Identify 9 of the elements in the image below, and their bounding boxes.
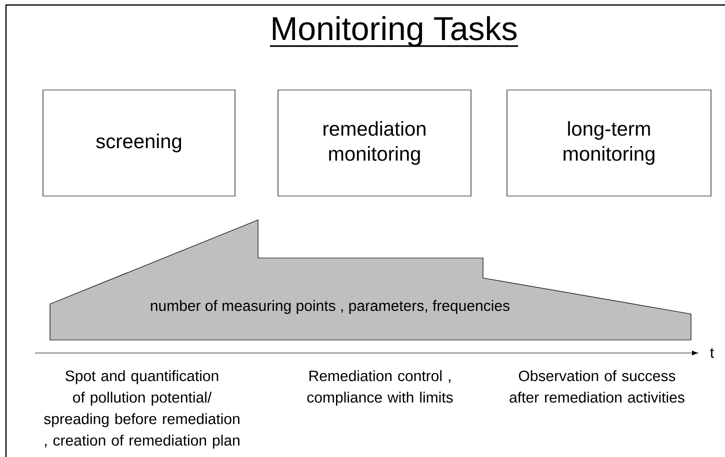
description-text: Remediation control , compliance with limits — [307, 370, 453, 406]
axis-label: t — [710, 348, 714, 358]
description-text: Observation of success after remediation activities — [510, 370, 684, 403]
title: Monitoring Tasks — [272, 16, 517, 47]
task-box: long-term monitoring — [506, 90, 712, 196]
task-box: remediation monitoring — [278, 90, 472, 196]
task-box: screening — [42, 90, 236, 196]
description-text: Spot and quantification of pollution potential/ spreading before remediation , creation of remediation plan — [44, 370, 240, 449]
measurement-area: number of measuring points , parameters, frequencies — [50, 220, 692, 340]
